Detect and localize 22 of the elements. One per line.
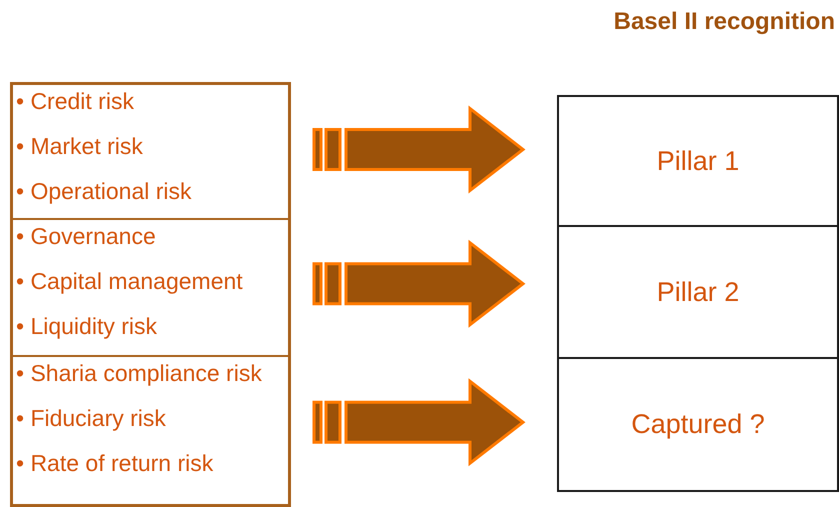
block-arrow [312, 378, 526, 466]
list-item: • Capital management [16, 267, 244, 296]
pillar-box [557, 95, 839, 227]
list-item: • Governance [16, 222, 157, 251]
list-item: • Liquidity risk [16, 312, 158, 341]
block-arrow [312, 105, 526, 194]
block-arrow [312, 240, 526, 328]
pillar-label: Captured ? [631, 409, 765, 440]
list-item: • Sharia compliance risk [16, 359, 263, 388]
list-item: • Market risk [16, 132, 144, 161]
pillar-label: Pillar 1 [656, 146, 740, 176]
list-item: • Fiduciary risk [16, 404, 167, 433]
list-box [10, 82, 291, 218]
title: Basel II recognition [614, 8, 835, 36]
list-item: • Rate of return risk [16, 449, 214, 478]
pillar-box [557, 359, 839, 492]
list-box [10, 218, 291, 355]
pillar-box [557, 227, 839, 359]
pillar-label: Pillar 2 [656, 276, 740, 308]
list-box [10, 355, 291, 507]
list-item: • Operational risk [16, 177, 193, 206]
list-item: • Credit risk [16, 87, 135, 116]
